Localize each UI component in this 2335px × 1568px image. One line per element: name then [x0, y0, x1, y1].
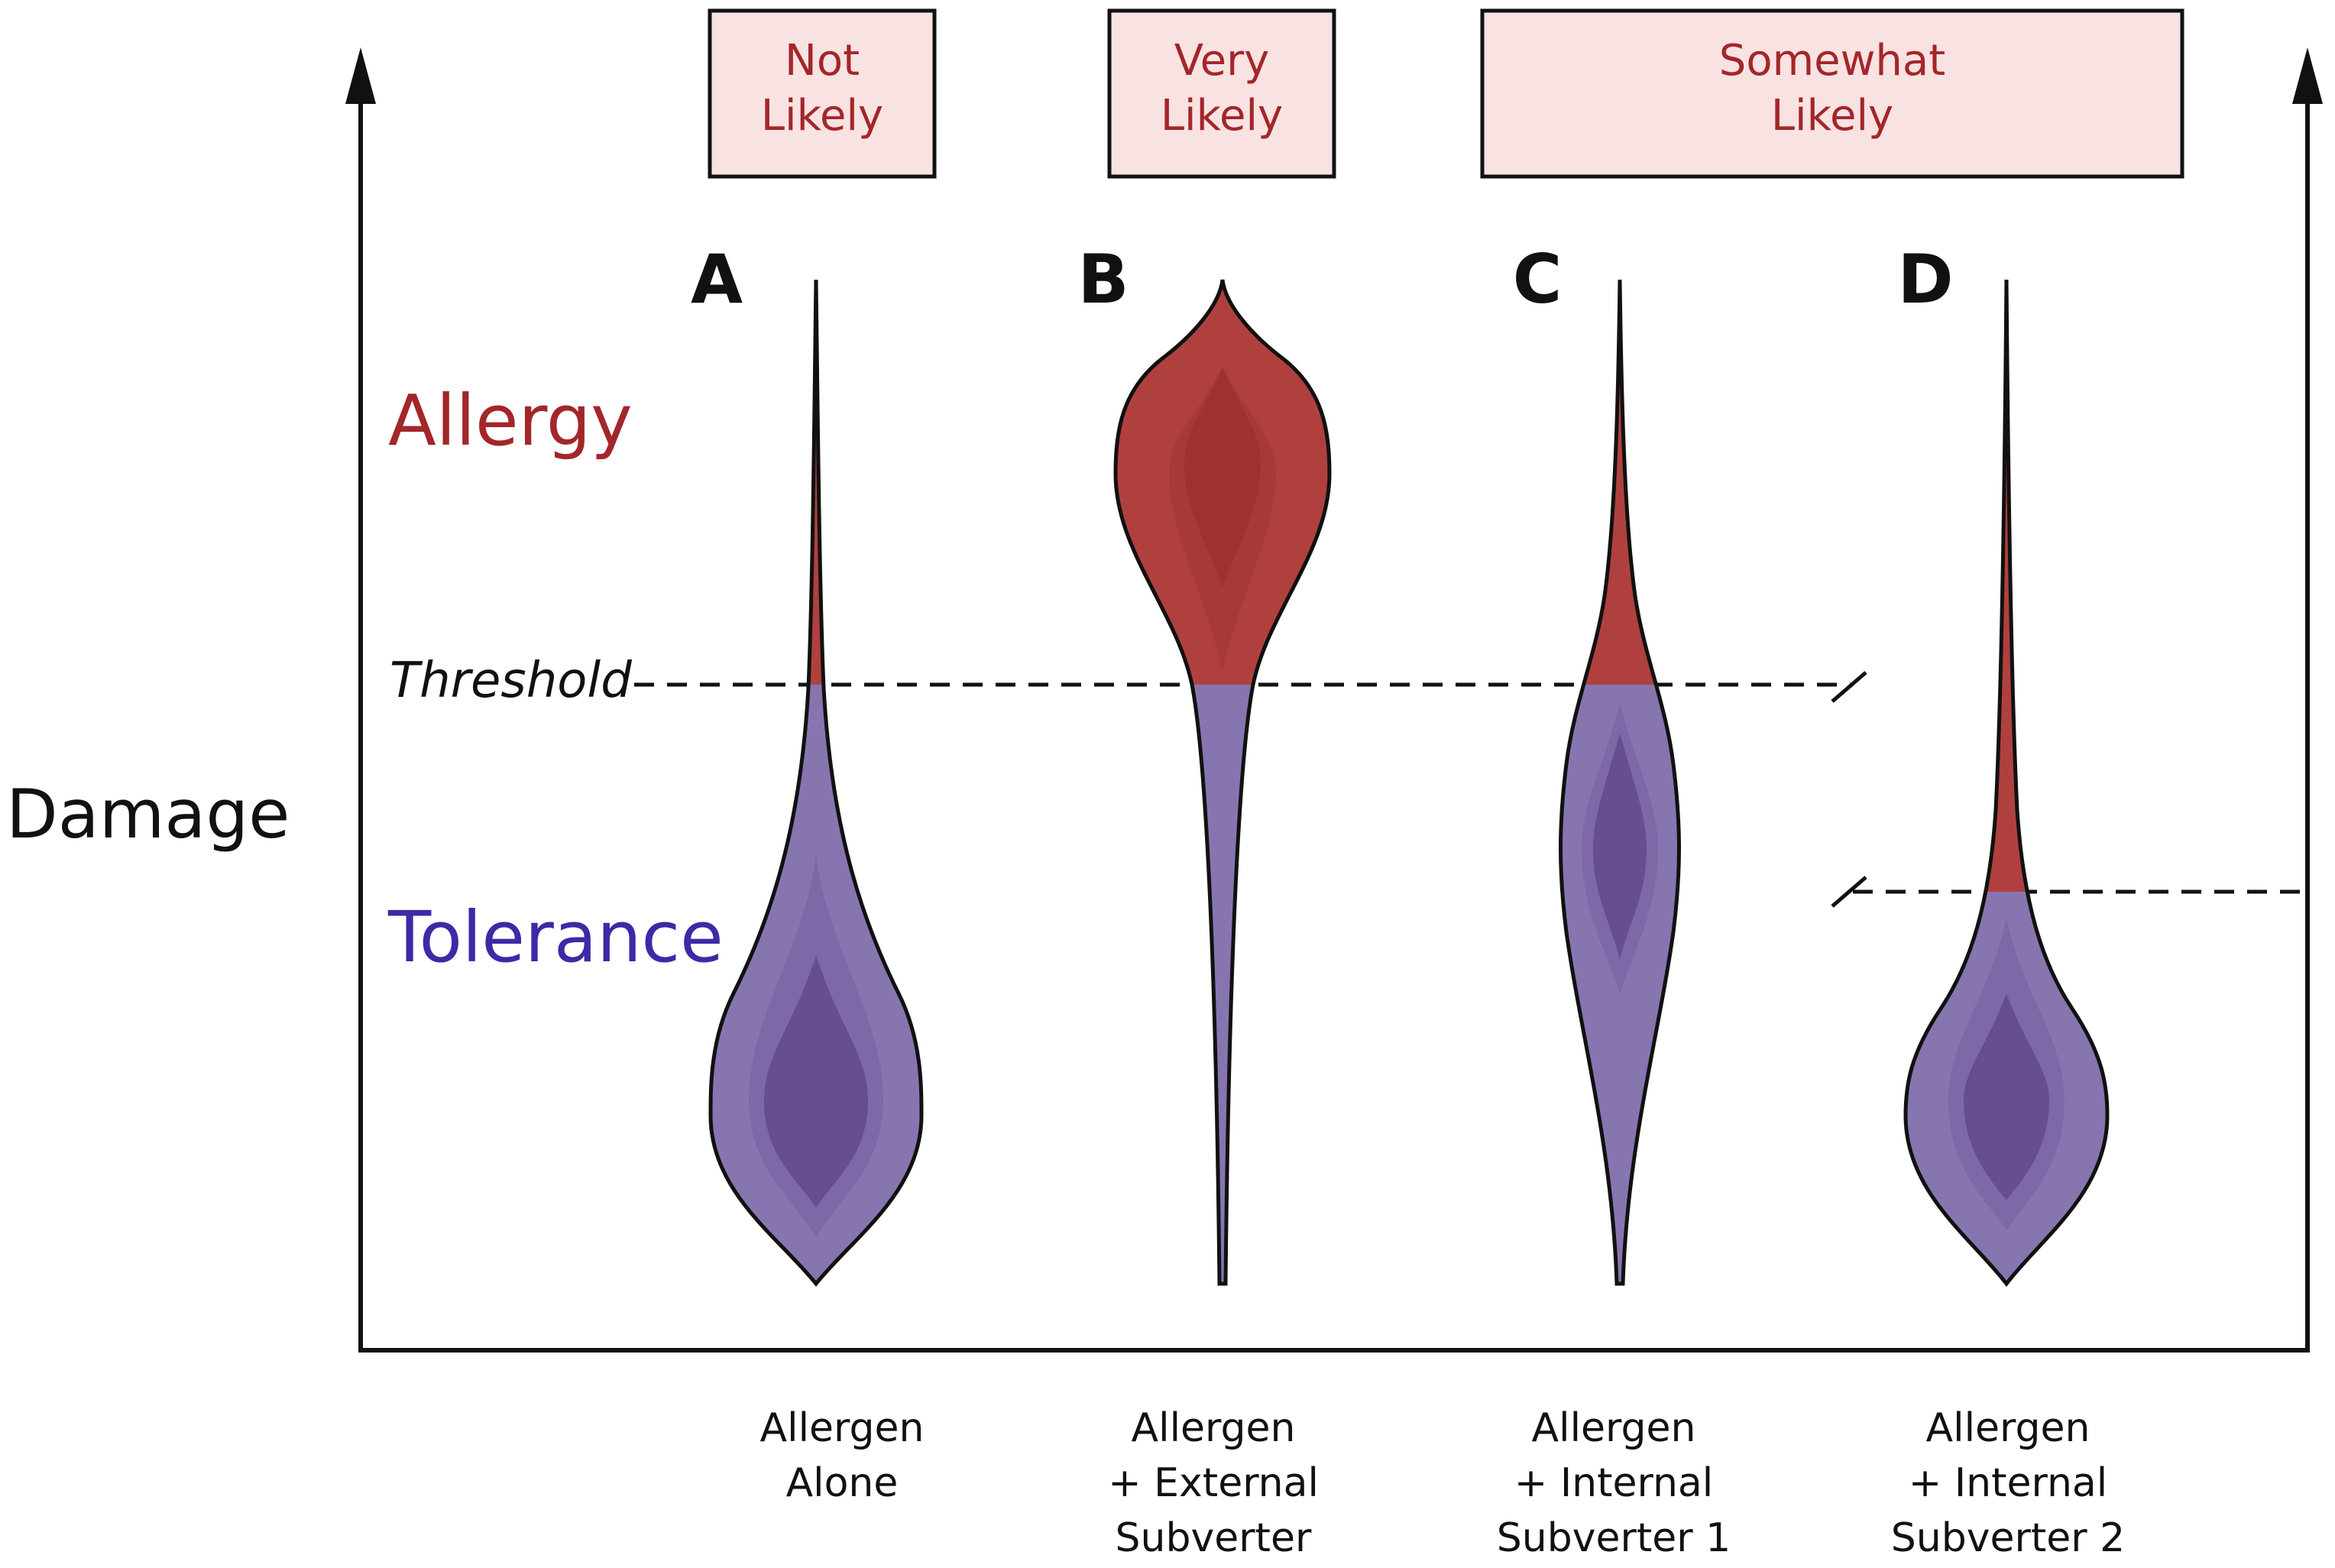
condition-label-line: Subverter 1	[1497, 1515, 1731, 1561]
condition-label-d: Allergen + Internal Subverter 2	[1891, 1405, 2126, 1561]
violin-b	[1113, 279, 1332, 1286]
condition-label-line: + Internal	[1514, 1460, 1714, 1506]
likelihood-box-line2: Likely	[1771, 91, 1893, 141]
condition-label-line: Allergen	[1926, 1405, 2090, 1451]
violin-a-outline	[708, 279, 924, 1287]
violin-c	[1559, 279, 1681, 1286]
threshold-break-mark-top	[1831, 671, 1867, 703]
right-axis-arrow	[2292, 47, 2323, 104]
condition-label-c: Allergen + Internal Subverter 1	[1497, 1405, 1731, 1561]
likelihood-box-somewhat-likely: Somewhat Likely	[1480, 8, 2184, 179]
condition-label-line: + External	[1108, 1460, 1319, 1506]
condition-label-b: Allergen + External Subverter	[1108, 1405, 1319, 1561]
violin-d	[1903, 279, 2110, 1288]
condition-label-line: Alone	[786, 1460, 899, 1506]
likelihood-box-not-likely: Not Likely	[708, 8, 937, 179]
condition-label-line: Allergen	[1132, 1405, 1296, 1451]
condition-label-a: Allergen Alone	[760, 1405, 925, 1506]
condition-label-line: Subverter	[1116, 1515, 1312, 1561]
panel-letter-d: D	[1897, 240, 1953, 319]
likelihood-box-line1: Not	[785, 36, 860, 86]
likelihood-box-line1: Somewhat	[1719, 36, 1945, 86]
threshold-label: Threshold	[390, 653, 632, 709]
condition-label-line: Allergen	[1532, 1405, 1696, 1451]
tolerance-zone-label: Tolerance	[387, 896, 724, 978]
allergy-zone-label: Allergy	[388, 380, 633, 462]
violin-b-mid-band	[1169, 367, 1276, 672]
panel-letter-b: B	[1077, 240, 1129, 319]
condition-label-line: Subverter 2	[1891, 1515, 2126, 1561]
violin-d-outline	[1903, 279, 2110, 1288]
violin-d-mid-band	[1948, 917, 2065, 1230]
likelihood-box-line1: Very	[1174, 36, 1270, 86]
violin-b-tolerance-region	[1116, 685, 1329, 1284]
violin-c-outline	[1559, 279, 1681, 1286]
threshold-break-mark-bottom	[1831, 876, 1867, 908]
violin-a	[708, 279, 924, 1287]
violin-d-allergy-region	[1906, 280, 2107, 892]
axes	[345, 47, 2323, 1353]
violin-c-mid-band	[1582, 703, 1658, 993]
condition-label-line: Allergen	[760, 1405, 925, 1451]
likelihood-box-very-likely: Very Likely	[1107, 8, 1336, 179]
y-axis-label: Damage	[6, 775, 290, 854]
likelihood-box-line2: Likely	[761, 91, 883, 141]
panel-letter-c: C	[1513, 240, 1563, 319]
likelihood-box-line2: Likely	[1161, 91, 1283, 141]
violin-a-mid-band	[749, 856, 883, 1238]
left-axis-arrow	[345, 47, 376, 104]
condition-label-line: + Internal	[1909, 1460, 2108, 1506]
violin-b-outline	[1113, 279, 1332, 1286]
panel-letter-a: A	[691, 240, 743, 319]
